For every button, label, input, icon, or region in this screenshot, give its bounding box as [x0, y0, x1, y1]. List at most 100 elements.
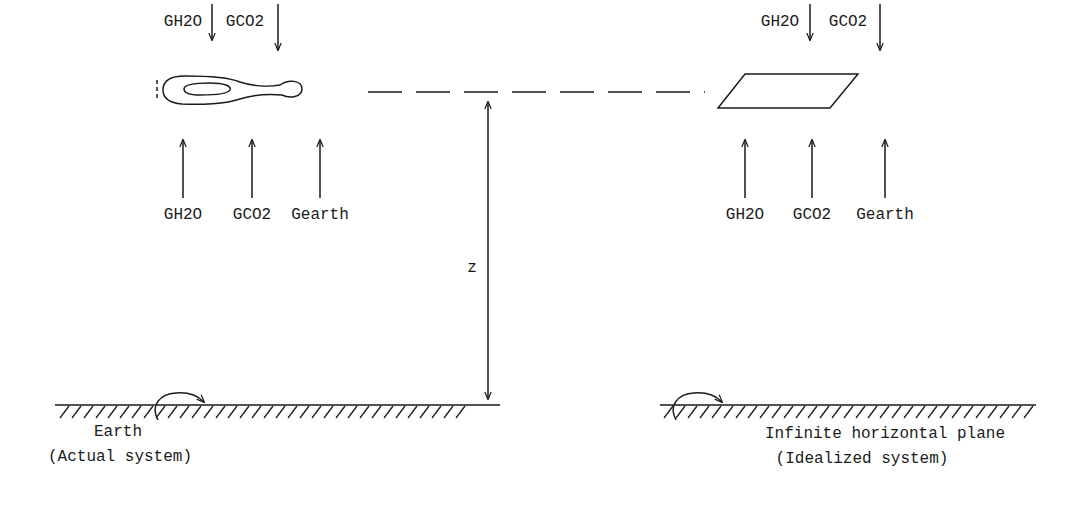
hatch-mark: [748, 406, 757, 418]
hatch-mark: [988, 406, 997, 418]
hatch-mark: [820, 406, 829, 418]
flux-arrow: [884, 140, 886, 198]
text-label: (Idealized system): [776, 449, 949, 469]
hatch-mark: [408, 406, 417, 418]
hatch-mark: [808, 406, 817, 418]
hatch-mark: [300, 406, 309, 418]
hatch-mark: [60, 406, 69, 418]
hatch-mark: [204, 406, 213, 418]
hatch-mark: [120, 406, 129, 418]
flux-arrow: [809, 4, 811, 40]
hatch-mark: [144, 406, 153, 418]
hatch-mark: [360, 406, 369, 418]
hatch-mark: [240, 406, 249, 418]
hatch-mark: [372, 406, 381, 418]
ground-line: [55, 404, 500, 406]
hatch-mark: [736, 406, 745, 418]
flux-arrow: [277, 4, 279, 50]
hatch-mark: [772, 406, 781, 418]
flux-arrow: [319, 140, 321, 198]
hatch-mark: [928, 406, 937, 418]
hatch-mark: [712, 406, 721, 418]
hatch-mark: [964, 406, 973, 418]
text-label: GH2O: [726, 205, 764, 225]
hatch-mark: [156, 406, 165, 418]
hatch-mark: [832, 406, 841, 418]
hatch-mark: [456, 406, 465, 418]
hatch-mark: [72, 406, 81, 418]
hatch-mark: [796, 406, 805, 418]
text-label: Gearth: [856, 205, 914, 225]
hatch-mark: [700, 406, 709, 418]
flux-arrow: [211, 4, 213, 40]
object-edge: [156, 80, 158, 101]
text-label: GH2O: [164, 205, 202, 225]
hatch-mark: [84, 406, 93, 418]
actual-object-inner: [184, 83, 230, 95]
hatch-mark: [396, 406, 405, 418]
hatch-mark: [432, 406, 441, 418]
text-label: GH2O: [761, 12, 799, 32]
text-label: Infinite horizontal plane: [765, 424, 1005, 444]
text-label: (Actual system): [48, 447, 192, 467]
hatch-mark: [868, 406, 877, 418]
hatch-mark: [180, 406, 189, 418]
hatch-mark: [784, 406, 793, 418]
rotation-arrow: [155, 393, 204, 420]
ground-line: [660, 404, 1036, 406]
flux-arrow: [811, 140, 813, 198]
hatch-mark: [276, 406, 285, 418]
hatch-mark: [904, 406, 913, 418]
hatch-mark: [288, 406, 297, 418]
flux-arrow: [879, 4, 881, 50]
hatch-mark: [844, 406, 853, 418]
hatch-mark: [216, 406, 225, 418]
hatch-mark: [880, 406, 889, 418]
idealized-plate: [718, 74, 858, 108]
hatch-mark: [1024, 406, 1033, 418]
hatch-mark: [856, 406, 865, 418]
text-label: Earth: [94, 422, 142, 442]
text-label: GCO2: [829, 12, 867, 32]
hatch-mark: [976, 406, 985, 418]
text-label: GH2O: [164, 12, 202, 32]
height-arrow: [487, 102, 489, 399]
hatch-mark: [96, 406, 105, 418]
hatch-mark: [132, 406, 141, 418]
hatch-mark: [336, 406, 345, 418]
flux-arrow: [251, 140, 253, 198]
hatch-mark: [664, 406, 673, 418]
flux-arrow: [182, 140, 184, 198]
text-label: GCO2: [793, 205, 831, 225]
hatch-mark: [892, 406, 901, 418]
hatch-mark: [348, 406, 357, 418]
flux-arrow: [744, 140, 746, 198]
text-label: z: [467, 258, 477, 278]
hatch-mark: [384, 406, 393, 418]
actual-object: [163, 76, 302, 104]
text-label: GCO2: [226, 12, 264, 32]
hatch-mark: [688, 406, 697, 418]
hatch-mark: [676, 406, 685, 418]
hatch-mark: [192, 406, 201, 418]
hatch-mark: [312, 406, 321, 418]
hatch-mark: [1012, 406, 1021, 418]
text-label: Gearth: [291, 205, 349, 225]
hatch-mark: [940, 406, 949, 418]
hatch-mark: [1000, 406, 1009, 418]
ground-hatching: [60, 406, 465, 418]
hatch-mark: [108, 406, 117, 418]
hatch-mark: [724, 406, 733, 418]
hatch-mark: [324, 406, 333, 418]
hatch-mark: [264, 406, 273, 418]
hatch-mark: [420, 406, 429, 418]
level-line: [368, 91, 705, 93]
hatch-mark: [252, 406, 261, 418]
hatch-mark: [444, 406, 453, 418]
hatch-mark: [168, 406, 177, 418]
hatch-mark: [952, 406, 961, 418]
text-label: GCO2: [233, 205, 271, 225]
hatch-mark: [760, 406, 769, 418]
ground-hatching: [664, 406, 1033, 418]
